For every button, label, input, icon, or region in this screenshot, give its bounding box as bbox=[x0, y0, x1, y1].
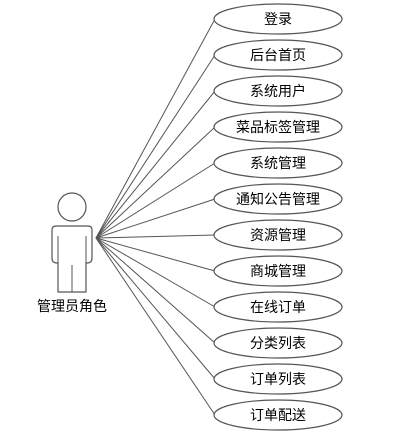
use-case: 后台首页 bbox=[213, 39, 343, 71]
use-case: 系统管理 bbox=[213, 147, 343, 179]
actor-body bbox=[51, 225, 93, 293]
use-case-ellipse bbox=[213, 183, 343, 215]
association-line bbox=[95, 90, 216, 239]
association-line bbox=[95, 237, 216, 308]
actor-label: 管理员角色 bbox=[37, 298, 107, 315]
use-case: 在线订单 bbox=[213, 291, 343, 323]
use-case-ellipse bbox=[213, 75, 343, 107]
use-case-label: 通知公告管理 bbox=[236, 191, 320, 208]
use-case-label: 订单配送 bbox=[250, 408, 306, 424]
association-line bbox=[95, 126, 216, 239]
association-line bbox=[95, 237, 216, 272]
association-line bbox=[95, 237, 216, 416]
use-case-ellipse bbox=[213, 363, 343, 395]
use-case: 商城管理 bbox=[213, 255, 343, 287]
use-case-ellipse bbox=[213, 327, 343, 359]
association-line bbox=[95, 234, 216, 239]
association-line bbox=[95, 237, 216, 344]
use-case-label: 商城管理 bbox=[250, 264, 306, 280]
use-case-ellipse bbox=[213, 255, 343, 287]
use-case-ellipse bbox=[213, 291, 343, 323]
use-case-ellipse bbox=[213, 111, 343, 143]
use-case-label: 后台首页 bbox=[250, 48, 306, 64]
use-case-label: 登录 bbox=[264, 12, 292, 28]
use-case-label: 系统用户 bbox=[250, 83, 306, 100]
use-case-ellipse bbox=[213, 399, 343, 431]
use-case-ellipse bbox=[213, 39, 343, 71]
use-case: 登录 bbox=[213, 3, 343, 35]
use-case-label: 资源管理 bbox=[250, 228, 306, 244]
association-lines bbox=[95, 18, 216, 416]
use-case-label: 系统管理 bbox=[250, 156, 306, 172]
association-line bbox=[95, 237, 216, 380]
use-case: 资源管理 bbox=[213, 219, 343, 251]
actor-head bbox=[57, 192, 87, 222]
use-case-list: 登录后台首页系统用户菜品标签管理系统管理通知公告管理资源管理商城管理在线订单分类… bbox=[213, 3, 343, 431]
use-case: 分类列表 bbox=[213, 327, 343, 359]
use-case-label: 订单列表 bbox=[250, 372, 306, 388]
use-case-ellipse bbox=[213, 219, 343, 251]
use-case: 订单配送 bbox=[213, 399, 343, 431]
use-case-label: 在线订单 bbox=[250, 300, 306, 316]
use-case: 订单列表 bbox=[213, 363, 343, 395]
actor-figure bbox=[51, 192, 93, 293]
association-line bbox=[95, 18, 216, 239]
use-case: 菜品标签管理 bbox=[213, 111, 343, 143]
use-case-ellipse bbox=[213, 147, 343, 179]
association-line bbox=[95, 162, 216, 239]
use-case-label: 菜品标签管理 bbox=[236, 119, 320, 136]
use-case: 通知公告管理 bbox=[213, 183, 343, 215]
association-line bbox=[95, 54, 216, 239]
use-case: 系统用户 bbox=[213, 75, 343, 107]
use-case-label: 分类列表 bbox=[250, 336, 306, 352]
association-line bbox=[95, 198, 216, 239]
use-case-ellipse bbox=[213, 3, 343, 35]
